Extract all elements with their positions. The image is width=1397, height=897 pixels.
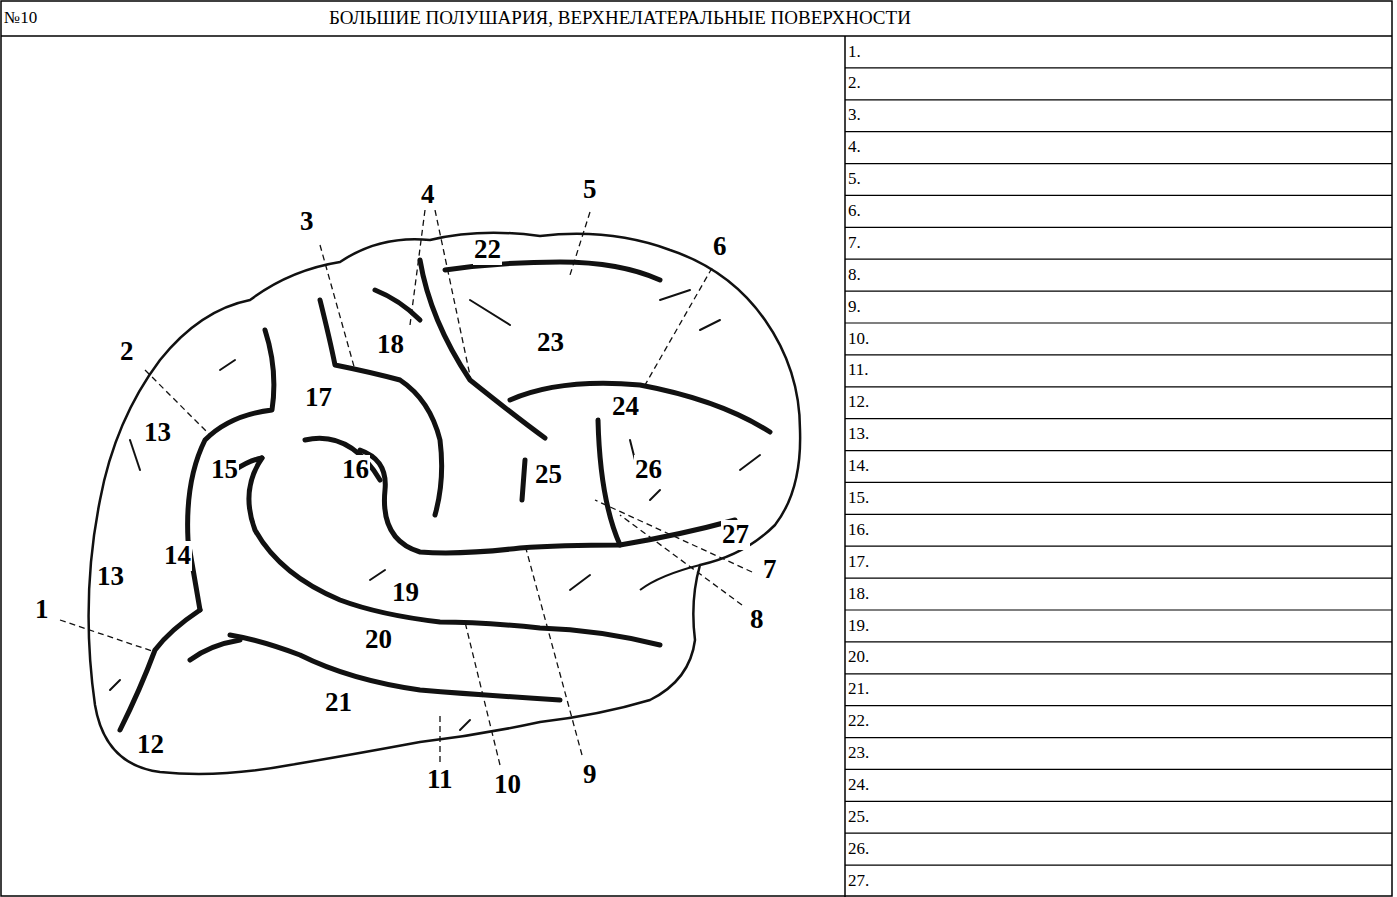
table-row-line bbox=[845, 737, 1392, 738]
table-row-line bbox=[845, 801, 1392, 802]
table-row-line bbox=[845, 195, 1392, 196]
callout-number: 9 bbox=[582, 760, 598, 790]
callout-number: 5 bbox=[582, 175, 598, 205]
callout-number: 26 bbox=[634, 455, 663, 485]
sheet-number: №10 bbox=[4, 9, 37, 28]
table-row-line bbox=[845, 131, 1392, 132]
table-row-number: 12. bbox=[848, 393, 869, 412]
table-row-number: 18. bbox=[848, 585, 869, 604]
callout-number: 13 bbox=[143, 418, 172, 448]
table-row-line bbox=[845, 865, 1392, 866]
callout-number: 8 bbox=[749, 605, 765, 635]
table-row-line bbox=[845, 546, 1392, 547]
callout-number: 11 bbox=[426, 765, 454, 795]
table-row-number: 27. bbox=[848, 872, 869, 891]
table-row-number: 11. bbox=[848, 361, 869, 380]
table-row-line bbox=[845, 163, 1392, 164]
callout-number: 20 bbox=[364, 625, 393, 655]
table-row-number: 20. bbox=[848, 648, 869, 667]
table-row-number: 6. bbox=[848, 202, 861, 221]
callout-number: 25 bbox=[534, 460, 563, 490]
table-row-line bbox=[845, 354, 1392, 355]
callout-number: 17 bbox=[304, 383, 333, 413]
callout-number: 18 bbox=[376, 330, 405, 360]
table-row-number: 8. bbox=[848, 266, 861, 285]
table-row-line bbox=[845, 418, 1392, 419]
table-row-number: 9. bbox=[848, 298, 861, 317]
table-row-number: 2. bbox=[848, 74, 861, 93]
callout-number: 12 bbox=[136, 730, 165, 760]
table-row-number: 10. bbox=[848, 330, 869, 349]
table-row-line bbox=[845, 291, 1392, 292]
callout-number: 14 bbox=[163, 541, 192, 571]
table-row-number: 22. bbox=[848, 712, 869, 731]
table-row-number: 16. bbox=[848, 521, 869, 540]
callout-number: 7 bbox=[762, 555, 778, 585]
callout-number: 22 bbox=[473, 235, 502, 265]
table-row-line bbox=[845, 99, 1392, 100]
callout-number: 16 bbox=[341, 455, 370, 485]
table-row-number: 7. bbox=[848, 234, 861, 253]
table-row-line bbox=[845, 578, 1392, 579]
callout-number: 23 bbox=[536, 328, 565, 358]
table-row-line bbox=[845, 609, 1392, 610]
callout-number: 13 bbox=[96, 562, 125, 592]
table-row-line bbox=[845, 386, 1392, 387]
table-row-number: 13. bbox=[848, 425, 869, 444]
table-row-line bbox=[845, 705, 1392, 706]
sheet-title: БОЛЬШИЕ ПОЛУШАРИЯ, ВЕРХНЕЛАТЕРАЛЬНЫЕ ПОВ… bbox=[329, 8, 911, 29]
table-row-number: 4. bbox=[848, 138, 861, 157]
table-row-number: 17. bbox=[848, 553, 869, 572]
callout-number: 3 bbox=[299, 207, 315, 237]
table-row-line bbox=[845, 67, 1392, 68]
table-row-line bbox=[845, 450, 1392, 451]
table-row-number: 1. bbox=[848, 43, 861, 62]
callout-number: 10 bbox=[493, 770, 522, 800]
table-row-line bbox=[845, 514, 1392, 515]
table-row-number: 21. bbox=[848, 680, 869, 699]
table-row-line bbox=[845, 641, 1392, 642]
table-row-number: 5. bbox=[848, 170, 861, 189]
table-row-line bbox=[845, 259, 1392, 260]
callout-number: 1 bbox=[34, 595, 50, 625]
callout-number: 15 bbox=[210, 455, 239, 485]
callout-number: 24 bbox=[611, 392, 640, 422]
callout-number: 27 bbox=[721, 520, 750, 550]
table-row-line bbox=[845, 769, 1392, 770]
callout-number: 2 bbox=[119, 337, 135, 367]
callout-number: 4 bbox=[420, 180, 436, 210]
callout-number: 19 bbox=[391, 578, 420, 608]
table-row-number: 25. bbox=[848, 808, 869, 827]
callout-number: 6 bbox=[712, 232, 728, 262]
table-row-number: 14. bbox=[848, 457, 869, 476]
table-row-line bbox=[845, 833, 1392, 834]
table-row-line bbox=[845, 482, 1392, 483]
table-row-line bbox=[845, 322, 1392, 323]
table-row-number: 23. bbox=[848, 744, 869, 763]
callout-number: 21 bbox=[324, 688, 353, 718]
table-row-number: 15. bbox=[848, 489, 869, 508]
table-row-number: 3. bbox=[848, 106, 861, 125]
table-row-line bbox=[845, 673, 1392, 674]
table-row-line bbox=[845, 227, 1392, 228]
table-row-number: 19. bbox=[848, 617, 869, 636]
table-row-number: 26. bbox=[848, 840, 869, 859]
table-row-number: 24. bbox=[848, 776, 869, 795]
